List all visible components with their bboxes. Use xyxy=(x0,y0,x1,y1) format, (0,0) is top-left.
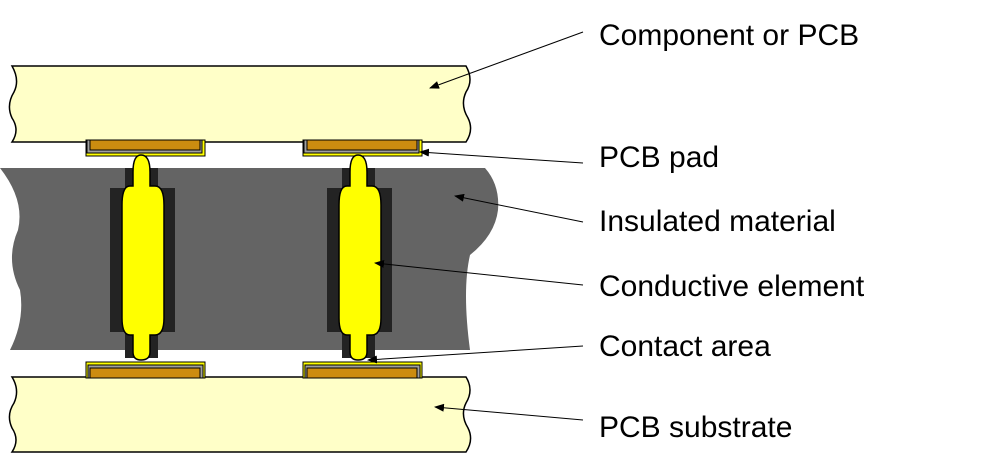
insulated-material xyxy=(0,168,499,350)
label-substrate: PCB substrate xyxy=(599,411,793,444)
label-pad: PCB pad xyxy=(599,141,720,174)
leader-lines xyxy=(367,31,584,421)
label-contact: Contact area xyxy=(599,330,771,363)
pcb-pad-bottom-left xyxy=(85,361,206,379)
label-insulated: Insulated material xyxy=(599,205,836,238)
pcb-pad-top-left xyxy=(85,139,206,157)
component-board xyxy=(8,65,472,143)
substrate-board xyxy=(8,376,472,453)
pcb-pad-bottom-right xyxy=(302,361,423,379)
label-conductive: Conductive element xyxy=(599,270,865,303)
pcb-pad-top-right xyxy=(302,139,423,157)
label-component: Component or PCB xyxy=(599,19,860,52)
